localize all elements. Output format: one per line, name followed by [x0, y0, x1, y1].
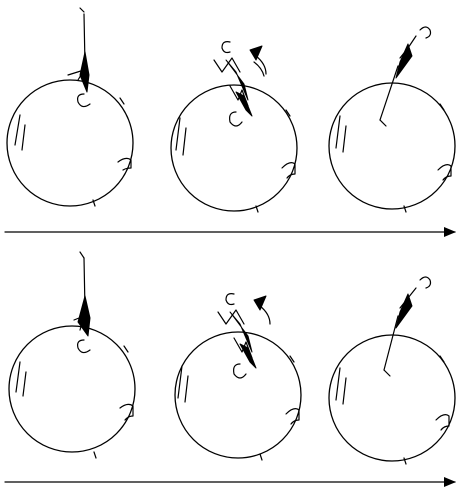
motion-arrow	[253, 295, 267, 311]
surface-mark	[439, 103, 445, 111]
surface-mark	[92, 199, 96, 207]
surface-mark	[342, 125, 347, 153]
surface-mark	[285, 408, 300, 425]
surface-mark	[93, 451, 97, 459]
surface-mark	[123, 345, 129, 353]
row-1	[4, 7, 456, 237]
surface-mark	[285, 109, 291, 117]
tumbling-figure	[217, 293, 271, 379]
panel-tumbling	[170, 41, 298, 213]
surface-mark	[403, 457, 407, 465]
upright-figure	[67, 7, 91, 108]
surface-mark	[335, 115, 341, 149]
tilted-figure	[383, 276, 432, 377]
row-2	[4, 251, 456, 487]
surface-mark	[21, 124, 26, 151]
surface-mark	[289, 355, 295, 363]
surface-mark	[14, 114, 21, 146]
surface-mark	[403, 205, 407, 213]
surface-mark	[184, 375, 189, 403]
panel-tumbling	[174, 293, 302, 461]
surface-mark	[255, 205, 259, 213]
surface-mark	[437, 164, 452, 181]
planet-circle	[328, 334, 456, 462]
surface-mark	[22, 371, 27, 397]
tilted-figure	[379, 26, 432, 127]
surface-mark	[342, 377, 347, 405]
surface-mark	[182, 127, 187, 156]
panel-upright	[8, 251, 136, 459]
motion-arrow	[249, 45, 263, 61]
surface-mark	[175, 117, 181, 151]
surface-mark	[335, 367, 341, 401]
planet-circle	[8, 325, 136, 453]
planet-circle	[170, 84, 298, 212]
panel-tilted	[328, 26, 456, 213]
upright-figure	[73, 251, 91, 354]
surface-mark	[117, 157, 132, 171]
panel-upright	[6, 7, 134, 207]
surface-mark	[281, 162, 296, 179]
surface-mark	[435, 414, 450, 431]
planet-circle	[6, 79, 134, 207]
tumbling-figure	[213, 41, 267, 127]
surface-mark	[119, 403, 134, 421]
planet-circle	[328, 82, 456, 210]
surface-mark	[439, 355, 445, 363]
surface-mark	[15, 361, 21, 393]
surface-mark	[177, 365, 183, 399]
surface-mark	[259, 453, 263, 461]
surface-mark	[119, 97, 125, 105]
planet-circle	[174, 331, 302, 459]
panel-tilted	[328, 276, 456, 465]
